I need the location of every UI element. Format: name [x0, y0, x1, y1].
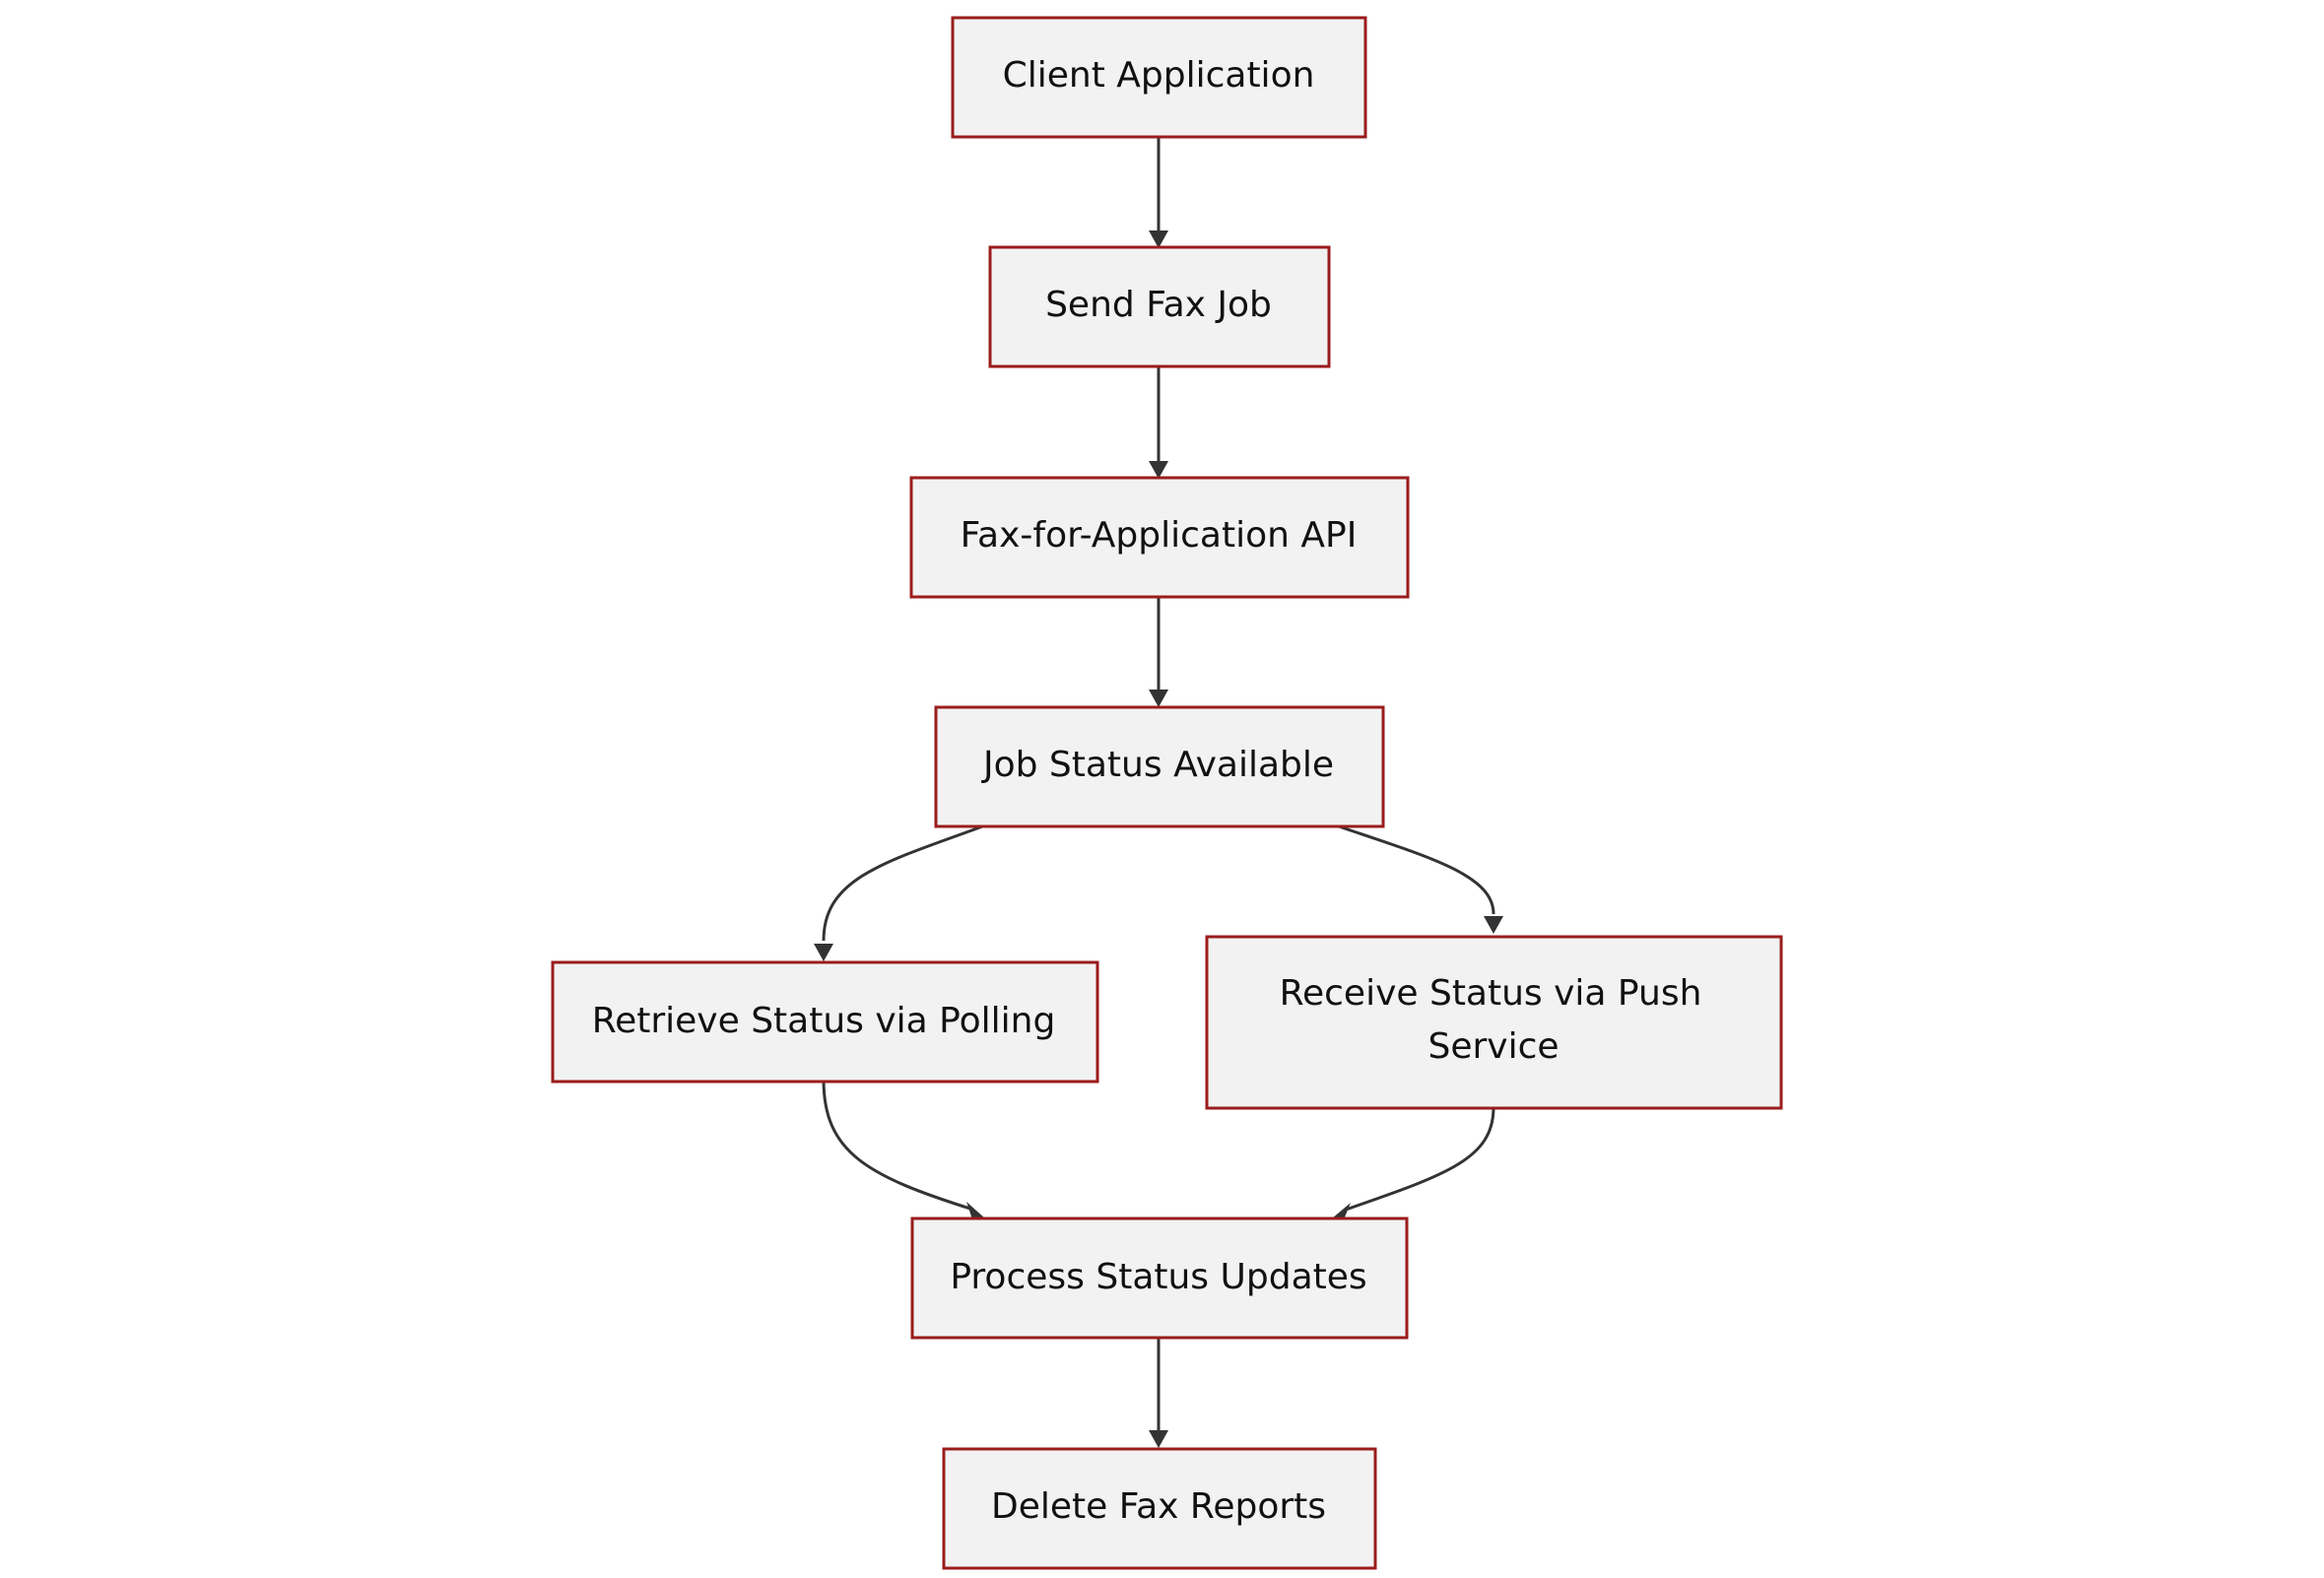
arrow-head — [1149, 690, 1168, 707]
node-job-status-available: Job Status Available — [934, 705, 1385, 828]
node-label: Fax-for-Application API — [961, 515, 1358, 556]
node-retrieve-status-polling: Retrieve Status via Polling — [551, 960, 1099, 1084]
node-label: Job Status Available — [981, 745, 1334, 785]
arrow-head — [1149, 230, 1168, 248]
node-label: Retrieve Status via Polling — [592, 1001, 1056, 1041]
edge-push-to-process — [1345, 1106, 1495, 1212]
arrow-head — [814, 944, 833, 961]
node-label: Service — [1428, 1026, 1559, 1067]
arrow-head — [1484, 916, 1503, 934]
node-label: Process Status Updates — [950, 1257, 1366, 1297]
arrow-head — [966, 1202, 985, 1219]
arrow-head — [1332, 1203, 1351, 1219]
node-fax-api: Fax-for-Application API — [909, 476, 1410, 599]
node-label: Send Fax Job — [1045, 285, 1272, 325]
node-delete-fax-reports: Delete Fax Reports — [942, 1447, 1377, 1570]
node-client-application: Client Application — [951, 16, 1367, 139]
node-label: Client Application — [1003, 55, 1315, 96]
edge-polling-to-process — [822, 1079, 974, 1212]
node-label: Delete Fax Reports — [991, 1486, 1326, 1527]
edge-status-to-push — [1335, 823, 1495, 915]
node-send-fax-job: Send Fax Job — [988, 245, 1331, 368]
edges — [814, 138, 1503, 1448]
arrow-head — [1149, 1430, 1168, 1448]
node-process-status-updates: Process Status Updates — [910, 1216, 1409, 1340]
node-receive-status-push: Receive Status via Push Service — [1205, 935, 1783, 1110]
edge-status-to-polling — [822, 823, 986, 942]
arrow-head — [1149, 461, 1168, 479]
node-label: Receive Status via Push — [1280, 973, 1702, 1014]
